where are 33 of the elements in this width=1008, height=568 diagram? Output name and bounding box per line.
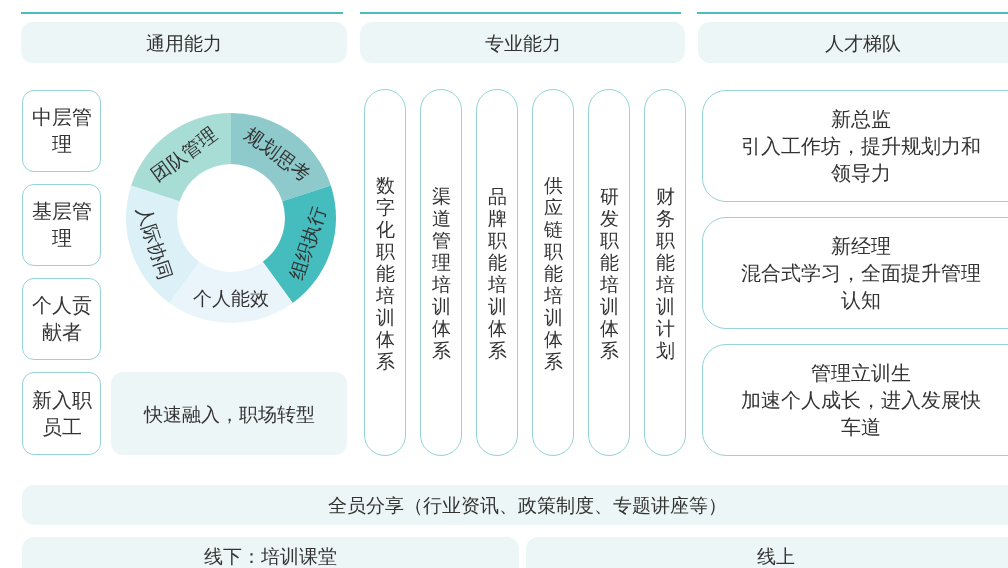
program-pill: 财务职能培训计划 xyxy=(644,89,686,456)
donut-segment xyxy=(131,113,231,202)
talent-box xyxy=(702,90,1008,202)
segment-label: 规划思考 xyxy=(240,122,315,185)
talent-box xyxy=(702,344,1008,456)
box-title: 新经理 xyxy=(831,232,891,260)
sharing-bar: 全员分享（行业资讯、政策制度、专题讲座等） xyxy=(22,485,1008,525)
box-text: 加速个人成长，进入发展快车道 xyxy=(740,386,982,441)
section-header: 通用能力 xyxy=(21,22,347,63)
donut-segment xyxy=(231,113,331,202)
box-title: 新总监 xyxy=(831,105,891,133)
segment-label: 团队管理 xyxy=(147,122,222,185)
box-text: 混合式学习，全面提升管理认知 xyxy=(740,259,982,314)
talent-box xyxy=(702,217,1008,329)
level-box: 中层管理 xyxy=(22,90,101,172)
program-pill: 渠道管理培训体系 xyxy=(420,89,462,456)
box-text: 引入工作坊，提升规划力和领导力 xyxy=(740,132,982,187)
program-pill: 品牌职能培训体系 xyxy=(476,89,518,456)
segment-label: 组织执行 xyxy=(284,203,329,283)
channel-bar: 线下：培训课堂 xyxy=(22,537,519,568)
segment-label: 个人能效 xyxy=(193,286,269,309)
level-box: 个人贡献者 xyxy=(22,278,101,360)
section-header: 人才梯队 xyxy=(698,22,1008,63)
channel-bar: 线上 xyxy=(526,537,1008,568)
segment-label: 人际协同 xyxy=(133,203,178,283)
level-box: 基层管理 xyxy=(22,184,101,266)
note-box: 快速融入，职场转型 xyxy=(111,372,347,455)
program-pill: 数字化职能培训体系 xyxy=(364,89,406,456)
program-pill: 供应链职能培训体系 xyxy=(532,89,574,456)
box-title: 管理立训生 xyxy=(811,359,911,387)
section-header: 专业能力 xyxy=(360,22,685,63)
level-box: 新入职员工 xyxy=(22,372,101,455)
program-pill: 研发职能培训体系 xyxy=(588,89,630,456)
